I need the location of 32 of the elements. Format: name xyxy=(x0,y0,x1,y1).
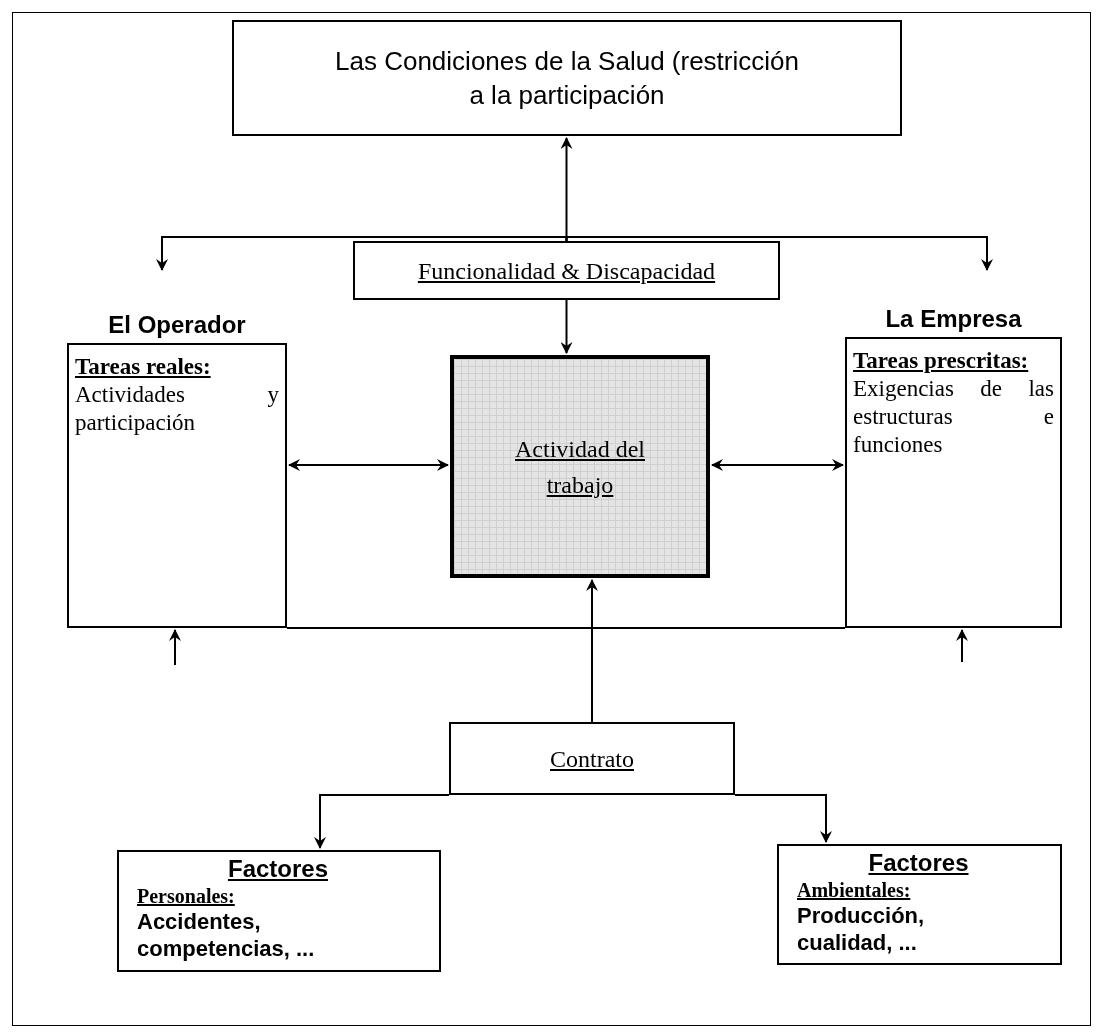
heading-label: La Empresa xyxy=(885,304,1022,334)
activity-box xyxy=(450,355,710,578)
text-box xyxy=(353,241,780,300)
subheading-text: Tareas reales: xyxy=(75,353,212,381)
arrow xyxy=(956,629,968,663)
text-box xyxy=(449,722,735,795)
text-box xyxy=(777,844,1062,965)
arrow xyxy=(169,629,181,666)
arrow xyxy=(288,459,449,471)
box-text: Actividad del trabajo xyxy=(514,434,646,500)
arrow xyxy=(734,794,832,843)
body-text: Exigencias de las estructuras e funciones xyxy=(853,375,1054,459)
subheading-text: Tareas prescritas: xyxy=(853,347,1030,375)
arrow xyxy=(560,299,573,354)
box-text: Contrato xyxy=(550,744,634,774)
body-text: Producción, cualidad, ... xyxy=(797,902,926,956)
box-text: Las Condiciones de la Salud (restricción a la participación xyxy=(334,45,800,112)
arrow xyxy=(565,236,993,271)
body-text: Accidentes, competencias, ... xyxy=(137,908,316,962)
arrow xyxy=(314,794,450,849)
arrow xyxy=(586,579,598,723)
box-text: Funcionalidad & Discapacidad xyxy=(417,256,716,286)
body-text: Actividades y participación xyxy=(75,381,279,437)
arrow xyxy=(711,459,844,471)
heading-text: Factores xyxy=(867,848,970,878)
subheading-text: Ambientales: xyxy=(797,878,912,902)
text-box xyxy=(117,850,441,972)
heading-label: El Operador xyxy=(108,310,246,340)
subheading-text: Personales: xyxy=(137,884,236,908)
heading-text: Factores xyxy=(226,854,329,884)
arrow xyxy=(156,236,568,271)
text-box xyxy=(232,20,902,136)
